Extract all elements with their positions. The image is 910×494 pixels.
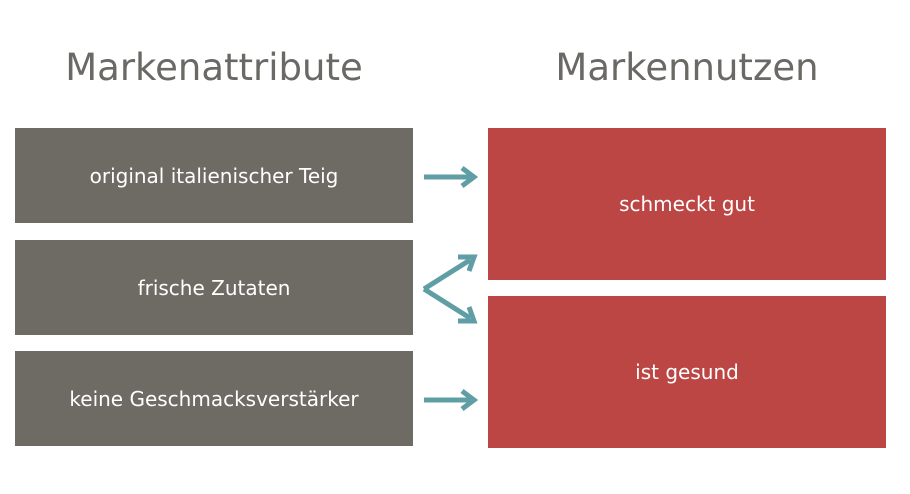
benefit-box-tastes-good: schmeckt gut [488,128,886,280]
attribute-label: keine Geschmacksverstärker [69,386,359,411]
benefit-label: ist gesund [635,360,739,384]
attribute-box-fresh-ingredients: frische Zutaten [15,240,413,335]
attribute-box-original-dough: original italienischer Teig [15,128,413,223]
arrow-up-right-icon [422,254,478,292]
arrow-right-icon [424,166,479,188]
arrow-right-icon [424,389,479,411]
arrow-down-right-icon [422,286,478,324]
attribute-box-no-flavor-enhancers: keine Geschmacksverstärker [15,351,413,446]
attribute-label: original italienischer Teig [89,163,339,188]
benefit-label: schmeckt gut [619,192,755,216]
benefit-box-healthy: ist gesund [488,296,886,448]
attributes-heading: Markenattribute [65,46,363,89]
attribute-label: frische Zutaten [137,275,291,300]
benefits-heading: Markennutzen [555,46,819,89]
